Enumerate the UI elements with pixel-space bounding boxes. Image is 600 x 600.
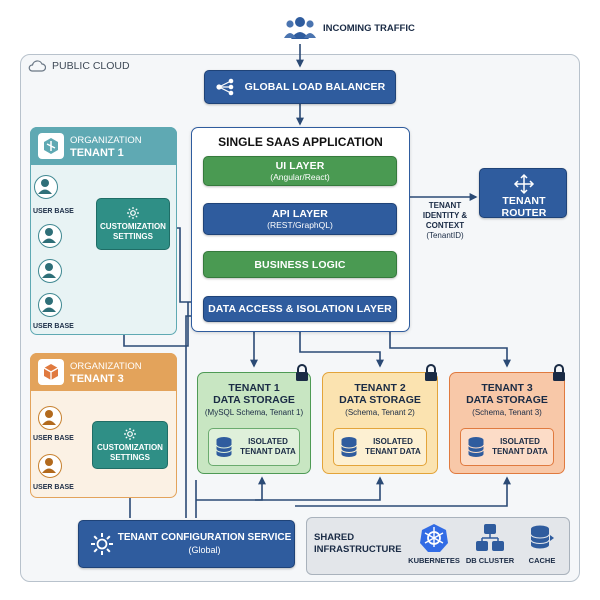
- org1-user-4[interactable]: [38, 293, 62, 317]
- database-icon: [468, 437, 484, 457]
- tenant-identity-label: TENANT IDENTITY & CONTEXT: [422, 201, 468, 230]
- network-share-icon: [216, 78, 233, 96]
- router-arrows-icon: [513, 173, 535, 195]
- user-icon: [34, 175, 58, 199]
- api-layer-sub: (REST/GraphQL): [267, 220, 333, 230]
- global-load-balancer-label: GLOBAL LOAD BALANCER: [244, 81, 386, 93]
- org1-name: TENANT 1: [70, 147, 124, 159]
- org3-name: TENANT 3: [70, 373, 124, 385]
- shared-infra-label: SHARED INFRASTRUCTURE: [314, 532, 402, 555]
- cache-label: CACHE: [528, 556, 556, 565]
- business-logic[interactable]: BUSINESS LOGIC: [203, 251, 397, 278]
- storage-2-title-line1: TENANT 2: [354, 382, 406, 394]
- config-service-sub: (Global): [188, 545, 221, 555]
- tenant-1-data-storage[interactable]: TENANT 1 DATA STORAGE (MySQL Schema, Ten…: [197, 372, 311, 474]
- org1-heading: ORGANIZATION: [70, 135, 142, 146]
- ui-layer-sub: (Angular/React): [270, 172, 330, 182]
- org3-customization-settings[interactable]: CUSTOMIZATION SETTINGS: [92, 421, 168, 469]
- tenant-router[interactable]: TENANT ROUTER: [479, 168, 567, 219]
- org3-user-base-label-2: USER BASE: [33, 484, 74, 491]
- incoming-traffic-label: INCOMING TRAFFIC: [323, 22, 415, 34]
- users-group-icon: [284, 17, 316, 39]
- org1-logo-icon: [38, 133, 64, 159]
- storage-1-lock-icon: [295, 364, 309, 387]
- public-cloud-header: PUBLIC CLOUD: [28, 60, 130, 72]
- tenant-router-label: TENANT ROUTER: [501, 195, 547, 219]
- tenant-identity-sub: (TenantID): [426, 231, 464, 240]
- storage-1-title-line1: TENANT 1: [228, 382, 280, 394]
- storage-2-lock-icon: [424, 364, 438, 387]
- storage-3-isolated-data: ISOLATED TENANT DATA: [460, 428, 554, 466]
- storage-1-sub: (MySQL Schema, Tenant 1): [204, 408, 304, 417]
- org1-title: ORGANIZATION TENANT 1: [70, 135, 142, 159]
- kubernetes-item[interactable]: KUBERNETES: [406, 523, 462, 565]
- org3-logo-icon: [38, 359, 64, 385]
- tenant-configuration-service[interactable]: TENANT CONFIGURATION SERVICE (Global): [78, 520, 295, 568]
- api-layer[interactable]: API LAYER (REST/GraphQL): [203, 203, 397, 235]
- gear-icon: [124, 428, 136, 440]
- gear-icon: [91, 533, 113, 555]
- db-cluster-item[interactable]: DB CLUSTER: [462, 523, 518, 565]
- data-access-label: DATA ACCESS & ISOLATION LAYER: [208, 303, 392, 315]
- cache-item[interactable]: CACHE: [514, 523, 570, 565]
- storage-2-title-line2: DATA STORAGE: [339, 394, 421, 406]
- storage-2-inner-label: ISOLATED TENANT DATA: [365, 437, 421, 456]
- database-icon: [216, 437, 232, 457]
- storage-3-title-line1: TENANT 3: [481, 382, 533, 394]
- global-load-balancer[interactable]: GLOBAL LOAD BALANCER: [204, 70, 396, 104]
- org3-title: ORGANIZATION TENANT 3: [70, 361, 142, 385]
- storage-3-inner-label: ISOLATED TENANT DATA: [492, 437, 548, 456]
- org1-user-base-label-2: USER BASE: [33, 323, 74, 330]
- db-cluster-label: DB CLUSTER: [465, 556, 515, 565]
- cloud-icon: [28, 60, 46, 72]
- ui-layer-label: UI LAYER: [275, 160, 325, 172]
- kubernetes-icon: [420, 524, 448, 552]
- org3-user-2[interactable]: [38, 454, 62, 478]
- storage-1-isolated-data: ISOLATED TENANT DATA: [208, 428, 300, 466]
- tenant-3-data-storage[interactable]: TENANT 3 DATA STORAGE (Schema, Tenant 3)…: [449, 372, 565, 474]
- user-icon: [38, 259, 62, 283]
- gear-icon: [127, 207, 139, 219]
- org3-customization-label: CUSTOMIZATION SETTINGS: [97, 443, 163, 462]
- org1-user-2[interactable]: [38, 224, 62, 248]
- org1-user-base-label-1: USER BASE: [33, 208, 74, 215]
- tenant-2-data-storage[interactable]: TENANT 2 DATA STORAGE (Schema, Tenant 2)…: [322, 372, 438, 474]
- ui-layer[interactable]: UI LAYER (Angular/React): [203, 156, 397, 186]
- database-icon: [341, 437, 357, 457]
- storage-1-inner-label: ISOLATED TENANT DATA: [240, 437, 296, 456]
- public-cloud-label: PUBLIC CLOUD: [52, 60, 130, 72]
- org1-user-1[interactable]: [34, 175, 58, 199]
- business-logic-label: BUSINESS LOGIC: [254, 258, 346, 271]
- db-cluster-icon: [476, 524, 504, 551]
- storage-1-title-line2: DATA STORAGE: [213, 394, 295, 406]
- data-access-isolation-layer[interactable]: DATA ACCESS & ISOLATION LAYER: [203, 296, 397, 322]
- config-service-label: TENANT CONFIGURATION SERVICE: [117, 532, 292, 543]
- org3-heading: ORGANIZATION: [70, 361, 142, 372]
- user-icon: [38, 293, 62, 317]
- api-layer-label: API LAYER: [272, 208, 328, 220]
- org1-customization-label: CUSTOMIZATION SETTINGS: [100, 222, 166, 241]
- storage-3-sub: (Schema, Tenant 3): [472, 408, 542, 417]
- incoming-traffic: INCOMING TRAFFIC: [283, 15, 415, 41]
- tenant-identity-context: TENANT IDENTITY & CONTEXT (TenantID): [413, 201, 477, 241]
- storage-3-title-line2: DATA STORAGE: [466, 394, 548, 406]
- org1-user-3[interactable]: [38, 259, 62, 283]
- saas-application-title: SINGLE SAAS APPLICATION: [218, 135, 383, 149]
- user-icon: [38, 454, 62, 478]
- storage-2-sub: (Schema, Tenant 2): [345, 408, 415, 417]
- org3-user-1[interactable]: [38, 406, 62, 430]
- user-icon: [38, 224, 62, 248]
- org3-user-base-label-1: USER BASE: [33, 435, 74, 442]
- cache-icon: [530, 525, 554, 549]
- org1-customization-settings[interactable]: CUSTOMIZATION SETTINGS: [96, 198, 170, 250]
- storage-2-isolated-data: ISOLATED TENANT DATA: [333, 428, 427, 466]
- storage-3-lock-icon: [552, 364, 566, 387]
- kubernetes-label: KUBERNETES: [408, 556, 460, 565]
- user-icon: [38, 406, 62, 430]
